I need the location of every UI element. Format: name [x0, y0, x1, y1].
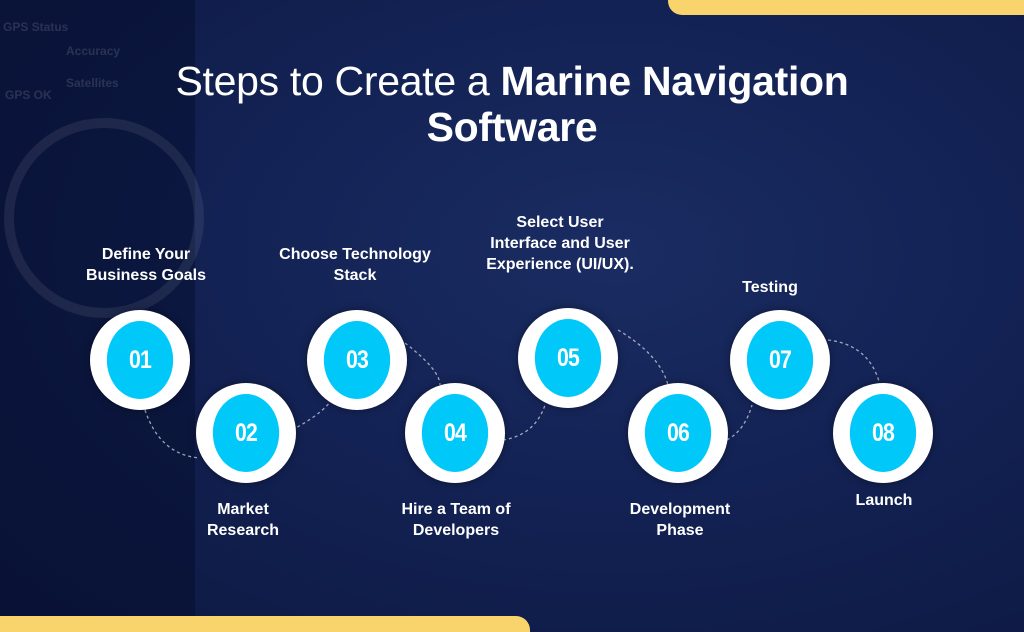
step-06-label: Development Phase — [629, 501, 731, 539]
step-03-circle: 03 — [307, 310, 407, 410]
step-05-label: Select User Interface and User Experienc… — [486, 214, 634, 273]
step-07-circle: 07 — [730, 310, 830, 410]
connector-05-06 — [617, 329, 669, 386]
bg-accuracy: Accuracy — [66, 44, 121, 58]
step-number: 08 — [849, 394, 917, 472]
bg-gps-status: GPS Status — [3, 20, 69, 34]
step-08-label: Launch — [855, 492, 913, 509]
bg-gps-ok: GPS OK — [5, 88, 52, 102]
step-01-label: Define Your Business Goals — [85, 246, 207, 284]
title-light: Steps to Create a — [175, 58, 501, 104]
connector-07-08 — [827, 339, 881, 386]
step-03-label: Choose Technology Stack — [279, 246, 431, 284]
step-number: 05 — [534, 319, 602, 397]
connector-02-03 — [291, 401, 331, 431]
connector-03-04 — [404, 342, 441, 386]
bg-satellites: Satellites — [66, 76, 119, 90]
step-number: 02 — [212, 394, 280, 472]
accent-bar-bottom — [0, 616, 530, 632]
title-bold: Marine Navigation — [500, 58, 849, 104]
title-bold-2: Software — [426, 104, 598, 150]
connector-06-07 — [726, 404, 753, 441]
compass-dial-decoration — [4, 118, 204, 318]
page-title: Steps to Create a Marine Navigation Soft… — [0, 58, 1024, 150]
step-number: 03 — [323, 321, 391, 399]
step-number: 07 — [746, 321, 814, 399]
step-04-circle: 04 — [405, 383, 505, 483]
step-07-label: Testing — [742, 279, 798, 296]
step-04-label: Hire a Team of Developers — [401, 501, 511, 539]
step-01-circle: 01 — [90, 310, 190, 410]
step-06-circle: 06 — [628, 383, 728, 483]
step-08-circle: 08 — [833, 383, 933, 483]
connector-04-05 — [502, 404, 546, 441]
step-number: 04 — [421, 394, 489, 472]
step-05-circle: 05 — [518, 308, 618, 408]
accent-bar-top — [668, 0, 1024, 15]
connector-01-02 — [144, 409, 201, 459]
step-02-circle: 02 — [196, 383, 296, 483]
step-02-label: Market Research — [206, 501, 280, 539]
step-number: 06 — [644, 394, 712, 472]
step-number: 01 — [106, 321, 174, 399]
